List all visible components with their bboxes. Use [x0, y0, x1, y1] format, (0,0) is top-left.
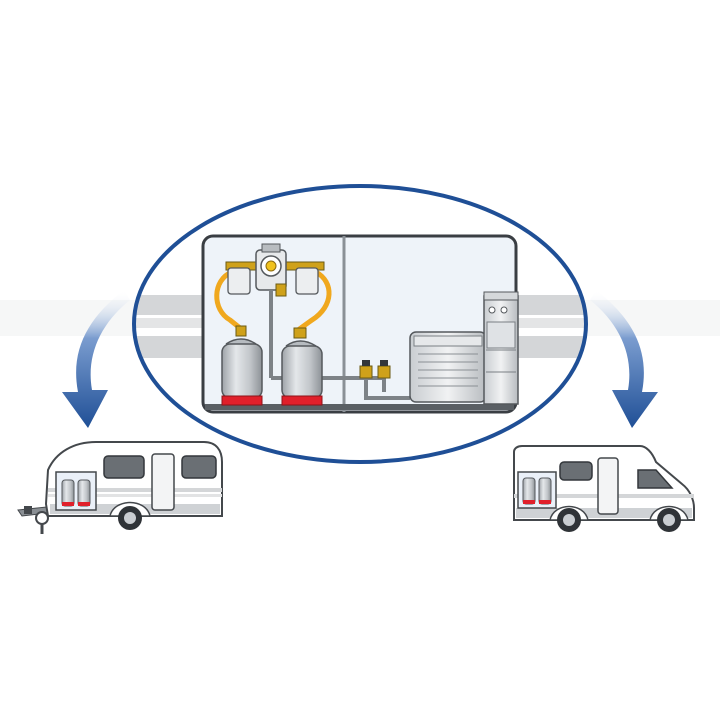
gas-cylinder-right	[281, 327, 323, 406]
flexible-hoses	[214, 269, 332, 333]
shutoff-valves	[344, 360, 410, 400]
gas-cylinder-left	[221, 325, 263, 406]
arrow-left	[62, 290, 130, 428]
arrow-right	[590, 290, 658, 428]
gas-regulator	[225, 243, 344, 380]
caravan	[17, 441, 223, 534]
ellipse-callout	[132, 184, 588, 464]
cooker	[483, 291, 519, 405]
heater	[409, 331, 487, 403]
motorhome	[513, 445, 695, 532]
